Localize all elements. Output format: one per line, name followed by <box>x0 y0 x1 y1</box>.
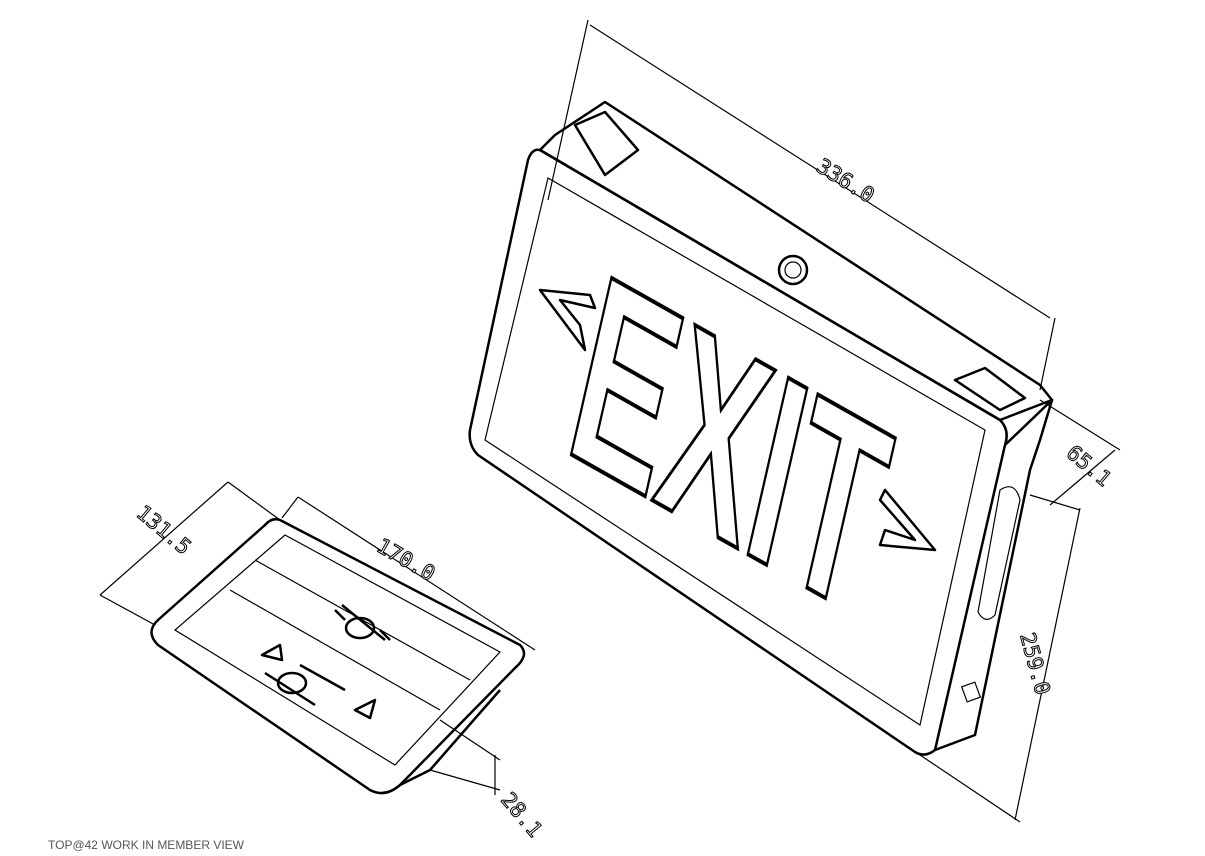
sign-top-pad-right <box>953 366 1027 412</box>
tray-inner <box>173 534 501 766</box>
dimension-sign-height: 259.0 <box>1015 630 1055 697</box>
sign-exit-lettering: EXIT <box>550 218 910 671</box>
tray-clip-2 <box>264 663 346 707</box>
tray-tabs <box>260 643 377 720</box>
tray-floor <box>229 559 471 711</box>
sign-indicator-led <box>777 254 809 286</box>
tray-clip-1 <box>334 604 391 641</box>
sign-front-face-outer <box>468 148 1008 756</box>
arrow-left <box>538 288 597 352</box>
view-caption: TOP@42 WORK IN MEMBER VIEW <box>48 838 244 852</box>
dimension-tray-width: 170.0 <box>373 534 440 586</box>
arrow-right <box>878 488 937 552</box>
dimension-tray-depth: 131.5 <box>132 500 196 559</box>
sign-front-face-inner <box>484 177 986 726</box>
sign-side-port <box>960 681 982 703</box>
dimension-sign-depth: 65.1 <box>1062 440 1116 491</box>
sign-top-pad-left <box>573 110 640 177</box>
tray-rim <box>150 517 526 795</box>
tray-fastener-1 <box>344 616 376 640</box>
dimension-sign-width: 336.0 <box>812 154 878 208</box>
mounting-tray <box>150 517 526 795</box>
sign-indicator-led-inner <box>784 261 802 279</box>
tray-fastener-2 <box>276 671 308 695</box>
exit-sign: EXIT <box>468 100 1054 756</box>
sign-right-side <box>934 398 1054 752</box>
dimension-tray-height: 28.1 <box>496 788 547 842</box>
sign-side-slot <box>977 486 1021 620</box>
tray-dimensions: 131.5 170.0 28.1 <box>99 481 548 842</box>
